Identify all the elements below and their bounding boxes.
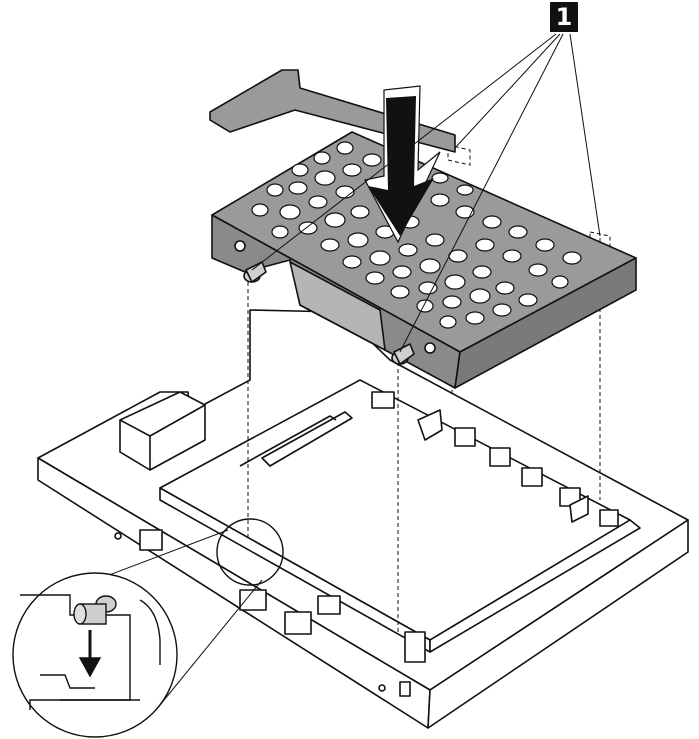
tray-inner-rail-right bbox=[429, 519, 641, 653]
small-zoom-circle bbox=[216, 518, 284, 586]
adapter-tray bbox=[37, 309, 689, 729]
large-zoom-circle bbox=[12, 572, 178, 738]
callout-label: 1 bbox=[550, 2, 578, 32]
tray-front-right-wall bbox=[427, 519, 689, 729]
detail-zoom bbox=[12, 518, 284, 738]
bracket-right-wall bbox=[454, 257, 637, 389]
callout-leaders bbox=[251, 33, 601, 353]
insert-arrow bbox=[364, 85, 441, 244]
tray-connector bbox=[261, 411, 353, 467]
tray-left-block bbox=[119, 391, 206, 471]
arrow-body bbox=[368, 96, 434, 236]
